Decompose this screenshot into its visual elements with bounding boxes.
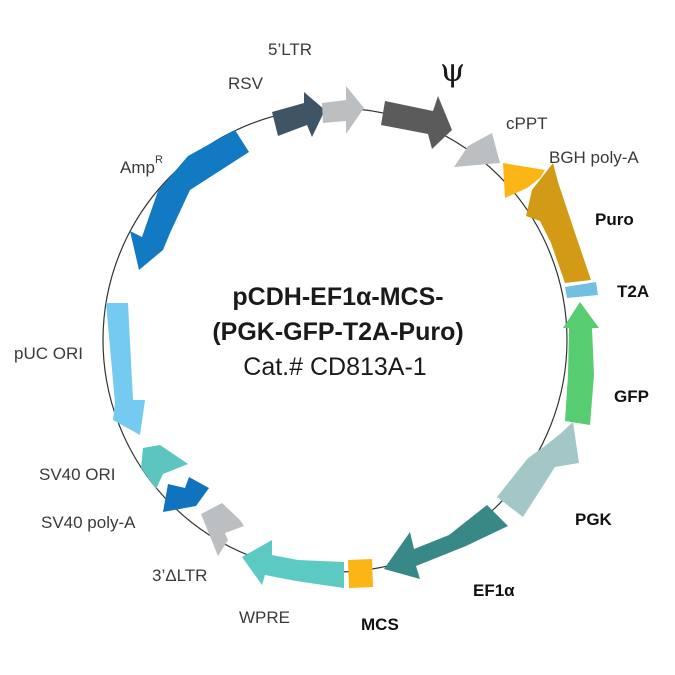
wpre-arrow: [242, 540, 344, 588]
plasmid-name-line1: pCDH-EF1α-MCS-: [232, 283, 443, 311]
t2a-label: T2A: [617, 282, 649, 301]
ef1a-arrow: [384, 505, 508, 579]
puro-label: Puro: [595, 210, 634, 229]
puc-ori-label: pUC ORI: [14, 344, 83, 363]
gfp-label: GFP: [614, 387, 649, 406]
rsv-label: RSV: [228, 74, 264, 93]
pgk-label: PGK: [575, 510, 613, 529]
3ltr-label: 3’ΔLTR: [152, 566, 207, 585]
ampr-label: Amp: [120, 158, 155, 177]
ampr-superscript: R: [155, 154, 163, 166]
puc-ori-arrow: [106, 303, 145, 435]
cppt-arrow: [454, 133, 500, 167]
rsv-arrow: [272, 92, 325, 137]
mcs-label: MCS: [361, 615, 399, 634]
psi-label: ψ: [440, 51, 465, 89]
sv40-ori-arrow: [141, 445, 188, 489]
3ltr-arrow: [201, 503, 244, 556]
ampr-arrow: [130, 130, 249, 270]
ef1a-label: EF1α: [473, 581, 515, 600]
bgh-polya-arrow: [503, 163, 545, 198]
psi-arrow: [381, 96, 452, 149]
bgh-polya-label: BGH poly-A: [549, 148, 639, 167]
pgk-arrow: [497, 422, 579, 517]
sv40-polya-label: SV40 poly-A: [41, 513, 136, 532]
gfp-arrow: [563, 302, 599, 425]
5ltr-arrow: [322, 86, 364, 134]
puro-arrow: [526, 163, 591, 283]
sv40-ori-label: SV40 ORI: [39, 465, 116, 484]
catalog-number: Cat.# CD813A-1: [243, 353, 426, 381]
sv40-polya-arrow: [163, 477, 209, 512]
5ltr-label: 5’LTR: [268, 40, 312, 59]
cppt-label: cPPT: [506, 114, 548, 133]
plasmid-name-line2: (PGK-GFP-T2A-Puro): [212, 318, 463, 346]
t2a-segment: [565, 282, 598, 298]
mcs-segment: [348, 559, 373, 588]
wpre-label: WPRE: [239, 608, 290, 627]
